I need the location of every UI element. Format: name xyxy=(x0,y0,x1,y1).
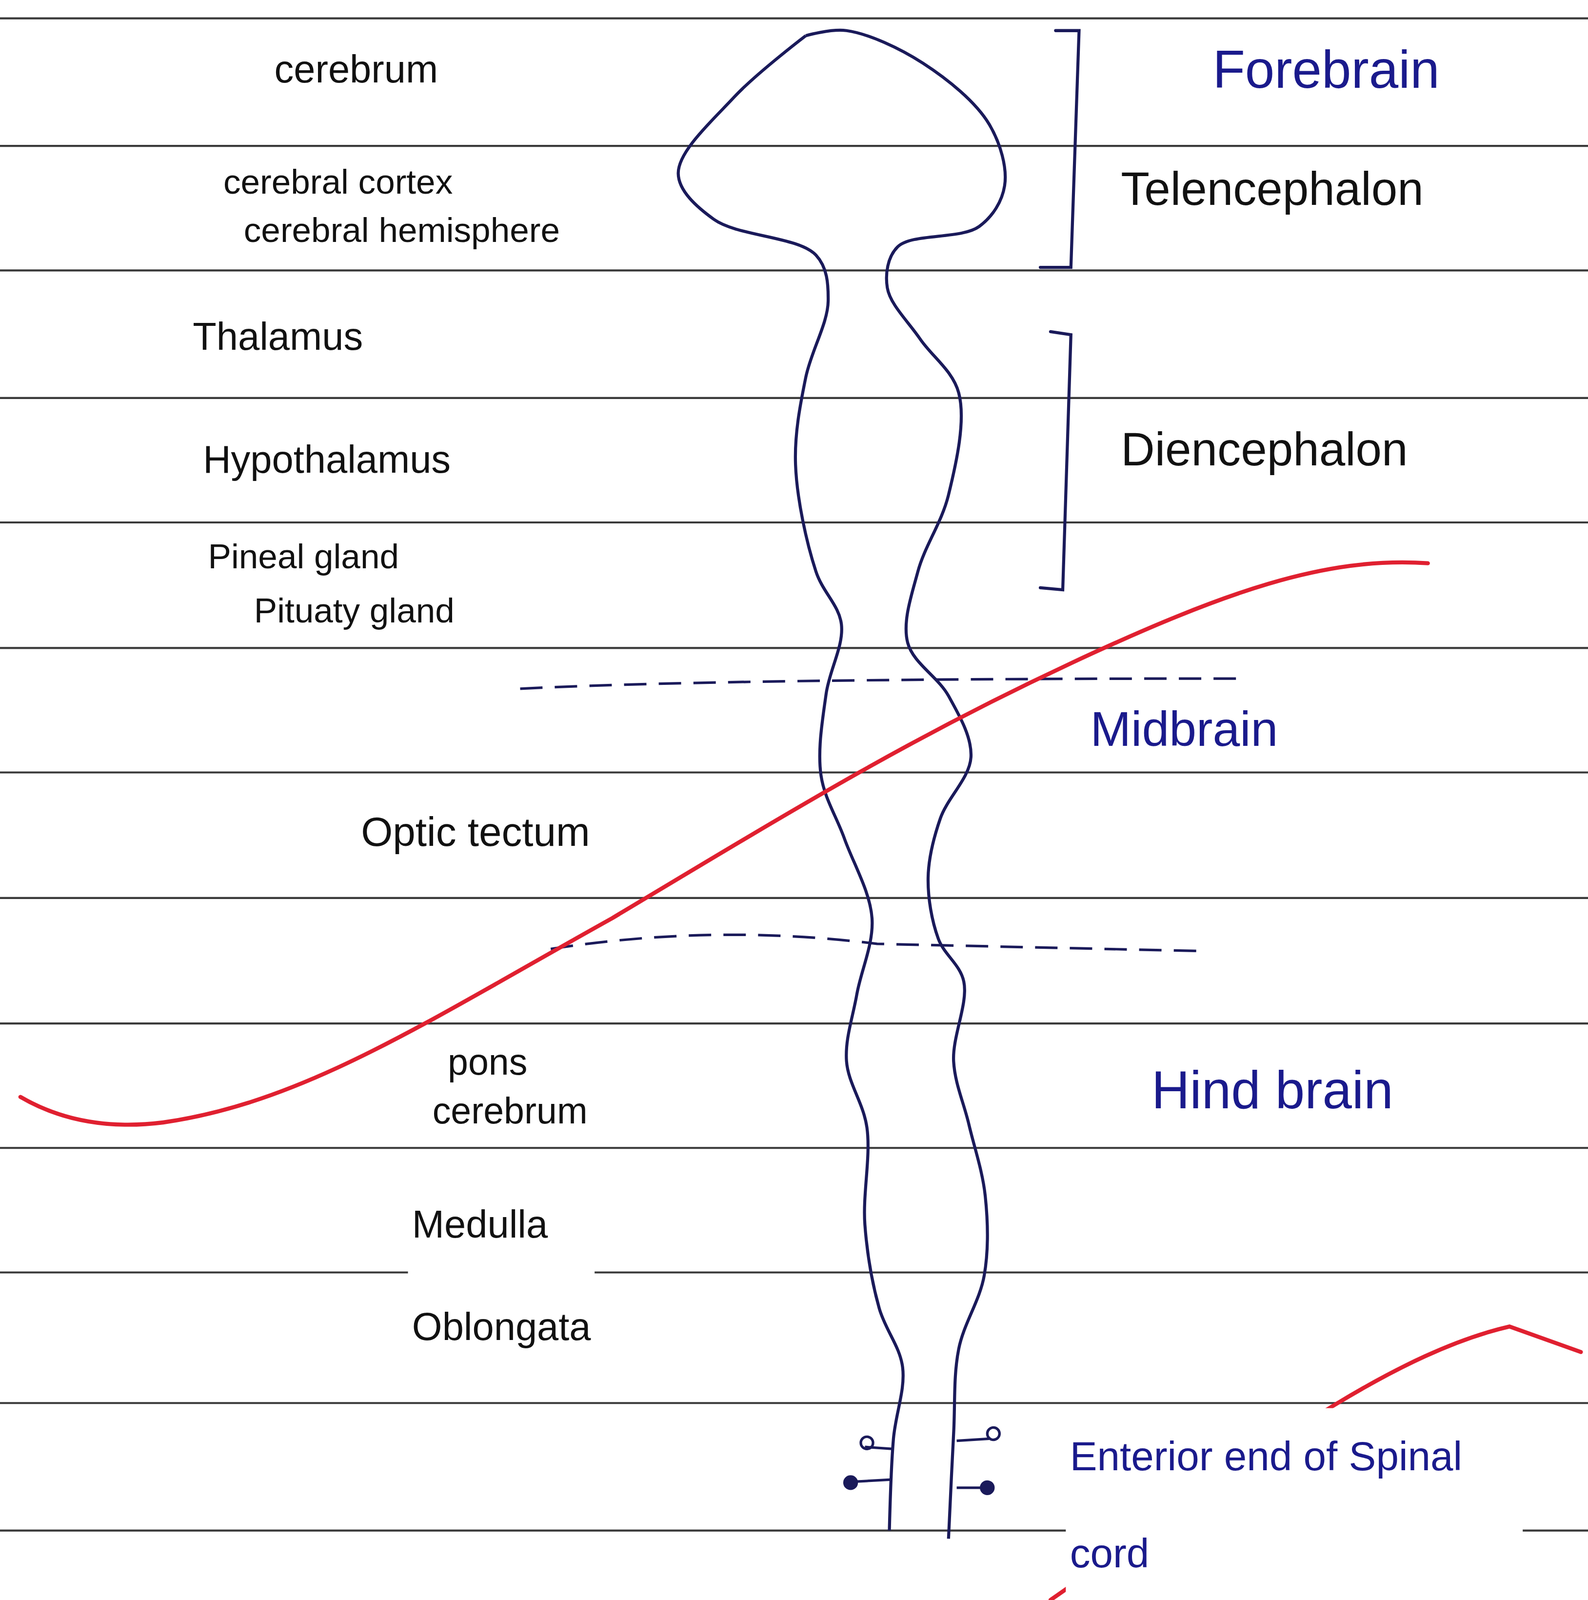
part-label: Pineal gland xyxy=(203,535,403,577)
brackets xyxy=(1040,30,1079,590)
part-label: Telencephalon xyxy=(1116,160,1428,217)
spinal-nerves xyxy=(844,1427,1000,1494)
part-label: pons xyxy=(443,1038,532,1083)
region-heading: Forebrain xyxy=(1208,37,1444,101)
part-label: Pituaty gland xyxy=(249,589,459,632)
region-heading: Enterior end of Spinal cord xyxy=(1065,1408,1523,1600)
part-label: cerebrum xyxy=(270,45,442,93)
region-heading: Hind brain xyxy=(1147,1057,1398,1122)
ruled-lines xyxy=(0,18,1588,1531)
part-label: Hypothalamus xyxy=(198,435,456,483)
brain-contour xyxy=(678,35,904,1530)
part-label: Medulla Oblongata xyxy=(407,1173,595,1378)
part-label: cerebrum xyxy=(428,1088,592,1132)
part-label: Optic tectum xyxy=(357,807,595,856)
region-heading: Midbrain xyxy=(1086,699,1283,759)
part-label: Diencephalon xyxy=(1116,420,1412,477)
part-label: cerebral hemisphere xyxy=(239,208,564,251)
part-label: Thalamus xyxy=(188,313,368,360)
part-label: cerebral cortex xyxy=(219,160,457,203)
